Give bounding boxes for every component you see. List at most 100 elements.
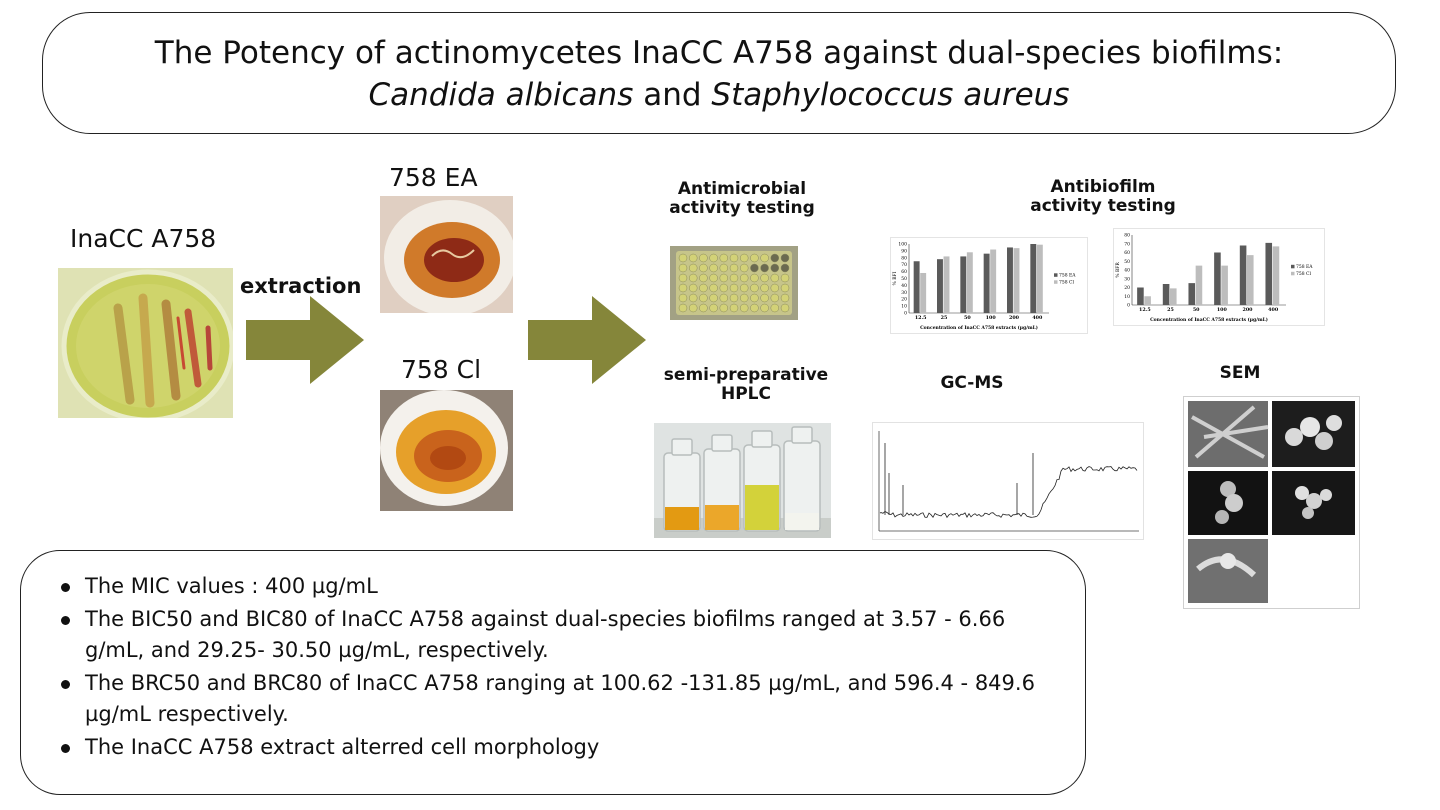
x-axis-label: Concentration of InaCC A758 extracts (µg… <box>1150 316 1268 323</box>
plate-well <box>739 273 749 283</box>
plate-well <box>760 283 769 293</box>
bar <box>1169 288 1177 305</box>
y-tick-label: 50 <box>901 276 907 282</box>
y-tick-label: 10 <box>901 304 907 310</box>
strain-label: InaCC A758 <box>70 224 217 253</box>
summary-item-text: The BIC50 and BIC80 of InaCC A758 agains… <box>85 607 1006 662</box>
chromatogram-line <box>879 466 1138 519</box>
legend-entry: 758 Cl <box>1296 271 1311 277</box>
plate-well <box>750 253 759 263</box>
plate-well <box>729 273 739 283</box>
title-organism-2: Staphylococcus aureus <box>711 77 1070 113</box>
y-tick-label: 60 <box>901 269 907 275</box>
antibiofilm-label: Antibiofilm activity testing <box>1030 177 1176 216</box>
title-conjunction: and <box>633 77 712 113</box>
legend-entry: 758 Cl <box>1059 280 1074 286</box>
x-axis-label: Concentration of InaCC A758 extracts (µg… <box>920 324 1038 331</box>
summary-box: The MIC values : 400 µg/mL The BIC50 and… <box>20 550 1086 795</box>
summary-item-text: The InaCC A758 extract alterred cell mor… <box>85 735 600 759</box>
plate-well <box>688 273 698 283</box>
testing-arrow-icon <box>528 296 646 384</box>
plate-well <box>770 273 780 283</box>
plate-well <box>770 293 780 303</box>
bar <box>990 249 997 313</box>
hplc-vials-photo <box>654 423 831 538</box>
gcms-label: GC-MS <box>940 373 1004 393</box>
plate-well <box>709 283 718 293</box>
y-tick-label: 30 <box>1124 276 1130 282</box>
y-tick-label: 40 <box>901 283 907 289</box>
title-line-1: The Potency of actinomycetes InaCC A758 … <box>154 35 1284 71</box>
plate-well <box>750 283 759 293</box>
plate-well <box>719 303 729 313</box>
plate-well <box>780 283 790 293</box>
plate-well <box>770 263 780 273</box>
plate-well <box>750 303 759 313</box>
summary-list: The MIC values : 400 µg/mL The BIC50 and… <box>59 571 1049 765</box>
plate-well <box>719 263 729 273</box>
bar <box>920 272 927 313</box>
plate-well <box>739 303 749 313</box>
bar <box>1221 265 1228 305</box>
bar <box>1013 248 1020 313</box>
x-tick-label: 200 <box>1009 315 1020 321</box>
plate-well <box>699 273 708 283</box>
summary-item-text: The MIC values : 400 µg/mL <box>85 574 378 598</box>
y-tick-label: 0 <box>904 311 907 317</box>
extract-cl-label: 758 Cl <box>401 355 482 384</box>
plate-well <box>699 263 708 273</box>
summary-item: The BIC50 and BIC80 of InaCC A758 agains… <box>59 604 1049 666</box>
plate-well <box>760 263 769 273</box>
title-line-2: Candida albicans and Staphylococcus aure… <box>43 77 1395 113</box>
bar <box>1265 242 1273 305</box>
plate-well <box>770 303 780 313</box>
plate-well <box>760 303 769 313</box>
bar <box>1246 255 1254 305</box>
antimicrobial-label: Antimicrobial activity testing <box>669 179 815 218</box>
plate-well <box>760 253 769 263</box>
plate-well <box>678 293 688 303</box>
y-tick-label: 80 <box>901 255 907 261</box>
plate-well <box>780 263 790 273</box>
y-tick-label: 50 <box>1124 259 1130 265</box>
y-tick-label: 90 <box>901 248 907 254</box>
hplc-label: semi-preparative HPLC <box>663 365 829 404</box>
plate-well <box>678 263 688 273</box>
legend-swatch <box>1291 264 1295 269</box>
plate-well <box>729 263 739 273</box>
y-tick-label: 40 <box>1124 268 1130 274</box>
microplate-photo <box>670 246 798 320</box>
plate-well <box>729 283 739 293</box>
plate-well <box>688 253 698 263</box>
bar <box>1188 283 1196 305</box>
plate-well <box>760 273 769 283</box>
title-organism-1: Candida albicans <box>368 77 634 113</box>
plate-well <box>709 293 718 303</box>
plate-well <box>729 303 739 313</box>
y-tick-label: 20 <box>901 297 907 303</box>
bar <box>943 256 950 313</box>
bar <box>913 261 920 313</box>
plate-well <box>780 293 790 303</box>
bar <box>1030 244 1037 313</box>
chromatogram-trace <box>878 431 1139 532</box>
x-tick-label: 50 <box>964 315 971 321</box>
bar <box>1144 296 1151 305</box>
bar <box>937 259 943 313</box>
plate-well <box>719 273 729 283</box>
plate-well <box>739 253 749 263</box>
y-tick-label: 10 <box>1124 294 1130 300</box>
plate-well <box>688 293 698 303</box>
legend-swatch <box>1054 280 1058 284</box>
y-tick-label: 60 <box>1124 250 1130 256</box>
y-axis-label: % BFI <box>892 271 898 285</box>
plate-well <box>780 273 790 283</box>
legend-swatch <box>1054 273 1058 277</box>
legend-entry: 758 EA <box>1296 264 1313 270</box>
bar <box>1239 245 1247 305</box>
x-tick-label: 100 <box>1217 307 1228 313</box>
plate-well <box>688 303 698 313</box>
plate-well <box>709 303 718 313</box>
